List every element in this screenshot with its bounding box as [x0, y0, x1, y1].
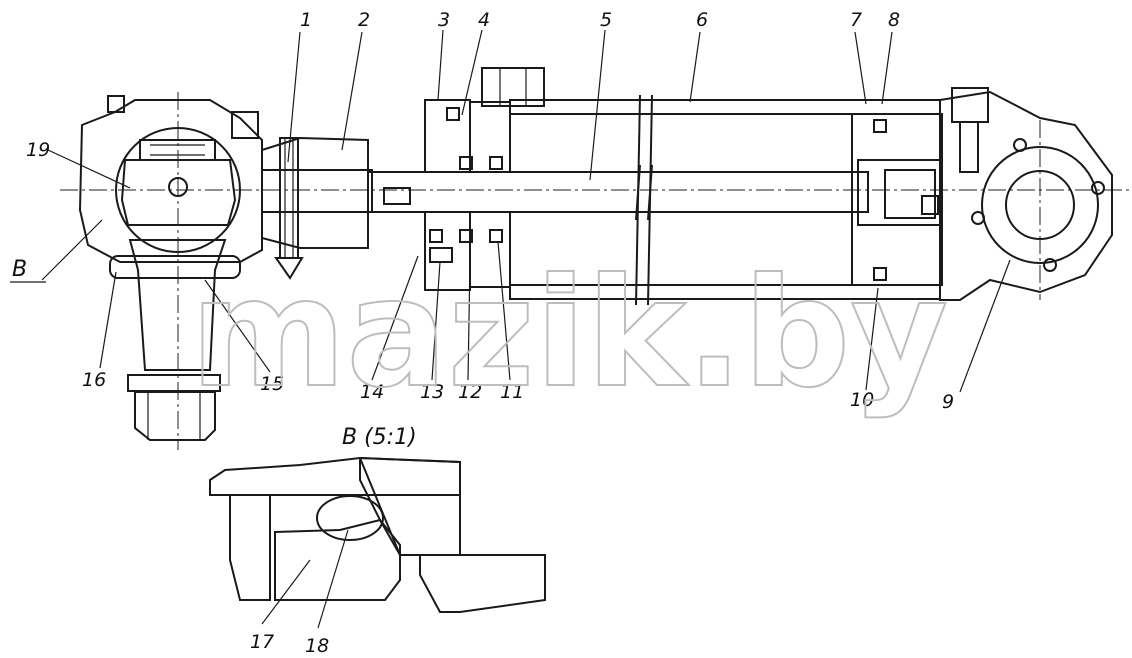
callout-10: 10 — [850, 389, 874, 411]
callout-18: 18 — [305, 635, 329, 657]
callout-6: 6 — [696, 9, 708, 31]
callout-7: 7 — [850, 9, 862, 31]
callout-14: 14 — [360, 381, 384, 403]
detail-view-b — [209, 456, 546, 613]
callout-17: 17 — [250, 631, 274, 653]
callout-5: 5 — [600, 9, 612, 31]
callout-19: 19 — [26, 139, 50, 161]
callout-4: 4 — [478, 9, 490, 31]
callout-12: 12 — [458, 381, 482, 403]
leader-lines — [41, 29, 1011, 629]
callout-2: 2 — [358, 9, 370, 31]
callout-11: 11 — [500, 381, 524, 403]
callout-8: 8 — [888, 9, 900, 31]
callout-labels: 1 2 3 4 5 6 7 8 9 10 11 12 13 14 15 16 1… — [10, 9, 954, 657]
watermark-text: mazik.by — [190, 247, 948, 421]
front-gland — [424, 67, 545, 291]
callout-1: 1 — [300, 9, 312, 31]
callout-9: 9 — [942, 391, 954, 413]
rear-end-cap — [939, 87, 1113, 301]
callout-16: 16 — [82, 369, 106, 391]
detail-title: B (5:1) — [342, 425, 417, 450]
rod-end-clamp — [261, 136, 373, 280]
callout-15: 15 — [260, 373, 284, 395]
view-marker-b: B — [12, 257, 27, 282]
callout-3: 3 — [438, 9, 450, 31]
callout-13: 13 — [420, 381, 444, 403]
